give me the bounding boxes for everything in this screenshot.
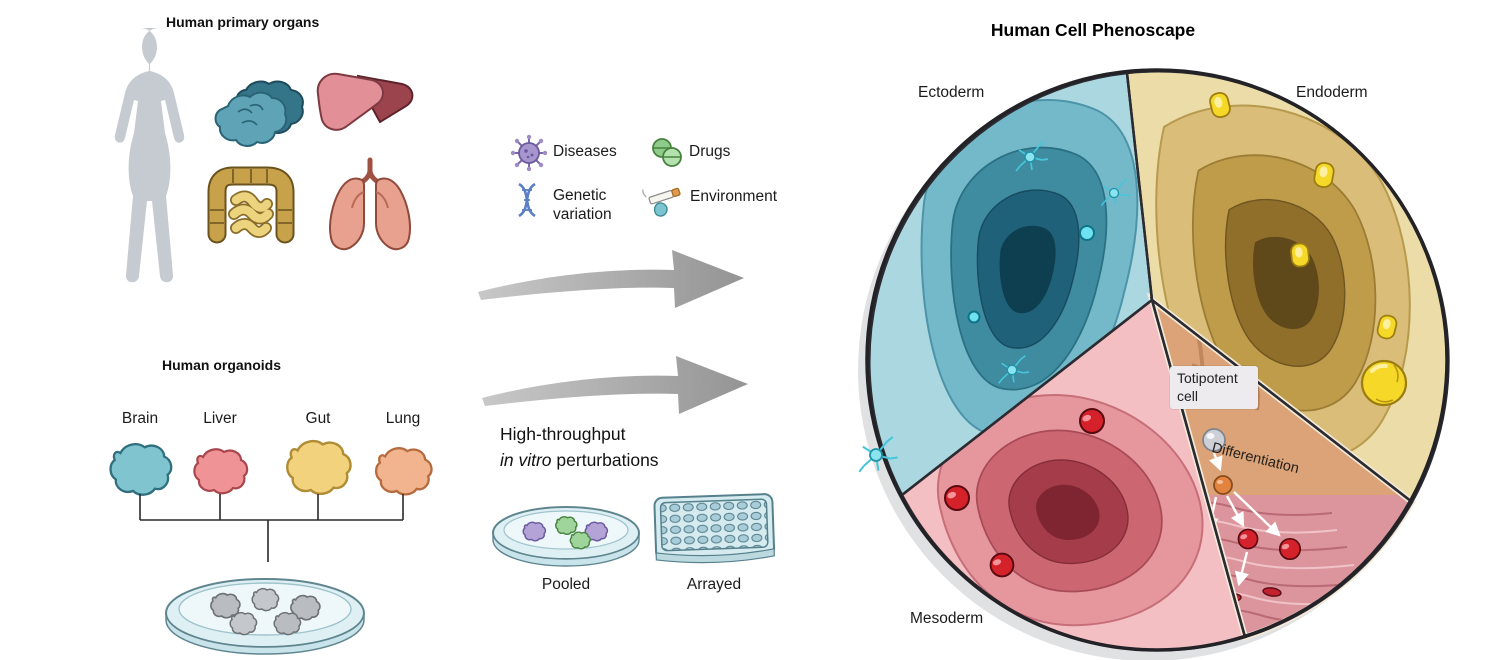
totipotent-cell-label: Totipotent cell xyxy=(1170,366,1258,410)
pooled-label: Pooled xyxy=(541,576,591,593)
pooled-organoid xyxy=(522,521,547,542)
red-cell xyxy=(1278,537,1302,561)
endoderm-cell xyxy=(1289,241,1311,269)
drugs-label: Drugs xyxy=(689,143,731,160)
virus-icon xyxy=(510,134,548,172)
intestine-organ xyxy=(207,166,295,244)
primary-organs-title: Human primary organs xyxy=(166,14,320,30)
flow-arrow-organoids xyxy=(482,356,748,414)
endoderm-region xyxy=(1127,71,1449,502)
organoid-label-lung: Lung xyxy=(385,410,421,427)
phenoscape-title: Human Cell Phenoscape xyxy=(990,20,1196,40)
organoids-title: Human organoids xyxy=(162,357,282,373)
organoid-label-brain: Brain xyxy=(121,410,159,427)
progenitor-cell xyxy=(1213,475,1233,495)
ectoderm-nucleus xyxy=(1079,225,1095,241)
perturbation-title-line2: in vitro perturbations xyxy=(500,450,659,471)
arrayed-plate xyxy=(653,493,776,564)
red-cell xyxy=(944,485,970,511)
organoid-bracket xyxy=(139,494,404,562)
environment-label: Environment xyxy=(690,188,778,205)
lung-organ xyxy=(329,157,411,251)
organoid-label-liver: Liver xyxy=(203,410,237,427)
organoid-label-gut: Gut xyxy=(305,410,331,427)
organoid-petri-dish xyxy=(165,578,365,655)
pooled-organoid xyxy=(555,516,578,535)
flow-arrow-primary xyxy=(478,250,744,308)
mesoderm-label: Mesoderm xyxy=(910,610,984,627)
perturbation-title-line1: High-throughput xyxy=(500,424,626,444)
liver-organoid-blob xyxy=(193,448,249,495)
ectoderm-region xyxy=(869,73,1152,495)
dna-icon xyxy=(518,182,536,218)
human-silhouette xyxy=(114,28,185,283)
perturbations-text: perturbations xyxy=(551,450,659,470)
cigarette-icon xyxy=(642,187,681,205)
gut-organoid-blob xyxy=(286,439,352,496)
phenoscape-sphere xyxy=(858,68,1450,660)
liver-organ xyxy=(316,72,414,131)
gray-organoid xyxy=(229,611,258,636)
mesoderm-region xyxy=(902,300,1245,651)
environment-icons xyxy=(642,187,681,217)
lens-cell xyxy=(1262,587,1282,597)
pill-icon xyxy=(652,138,682,167)
red-cell xyxy=(1079,408,1105,434)
brain-organoid-blob xyxy=(109,443,173,496)
arrayed-label: Arrayed xyxy=(686,576,742,593)
in-vitro-text: in vitro xyxy=(500,450,552,470)
brain-organ xyxy=(214,80,304,147)
endoderm-label: Endoderm xyxy=(1296,84,1368,101)
red-cell xyxy=(989,552,1015,578)
diseases-label: Diseases xyxy=(553,143,617,160)
red-cell xyxy=(1237,528,1259,550)
genetic-variation-label: Genetic variation xyxy=(553,187,612,224)
ectoderm-label: Ectoderm xyxy=(918,84,985,101)
droplet-icon xyxy=(653,202,668,217)
gray-organoid xyxy=(273,611,302,636)
pooled-dish xyxy=(492,506,640,567)
pooled-organoid xyxy=(569,531,591,550)
lung-organoid-blob xyxy=(374,447,433,496)
gray-organoid xyxy=(251,587,280,612)
ectoderm-nucleus xyxy=(967,310,981,324)
